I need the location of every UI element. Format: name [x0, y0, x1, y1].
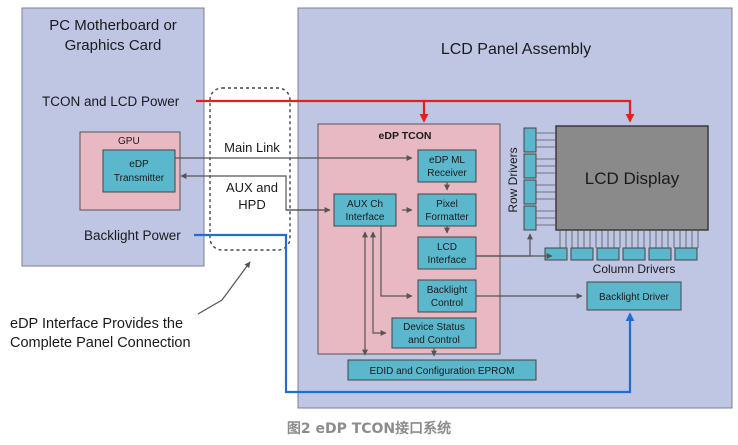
tcon-power-line — [196, 99, 635, 123]
device-status-line1: Device Status — [403, 322, 465, 333]
figure-caption: 图2 eDP TCON接口系统 — [287, 420, 451, 437]
column-drivers — [544, 230, 699, 261]
backlight-driver-block — [586, 281, 682, 311]
device-status-block — [391, 317, 477, 349]
pixel-formatter-block — [417, 193, 477, 227]
lcd-assembly-title: LCD Panel Assembly — [441, 41, 591, 58]
pc-title-line2: Graphics Card — [65, 37, 162, 54]
device-status-line2: and Control — [408, 335, 460, 346]
backlight-driver-label: Backlight Driver — [599, 292, 670, 303]
row-drivers-label: Row Drivers — [506, 147, 520, 212]
edid-eprom-block — [347, 359, 537, 381]
annotation-pointer — [197, 261, 251, 315]
lcd-interface-line2: Interface — [428, 255, 467, 266]
edp-tcon-title: eDP TCON — [379, 130, 432, 142]
edp-transmitter-line1: eDP — [129, 159, 149, 170]
row-drivers — [523, 127, 556, 231]
lcd-interface-line1: LCD — [437, 242, 457, 253]
lcd-display-label: LCD Display — [585, 169, 680, 188]
lcd-interface-block — [417, 236, 477, 270]
aux-ch-interface-line1: AUX Ch — [347, 199, 383, 210]
aux-ch-interface-line2: Interface — [346, 212, 385, 223]
edp-transmitter-line2: Transmitter — [114, 173, 165, 184]
backlight-control-block — [417, 279, 477, 313]
backlight-control-line2: Control — [431, 298, 463, 309]
backlight-power-line — [194, 233, 635, 394]
backlight-power-label: Backlight Power — [84, 228, 181, 243]
lcd-display — [555, 125, 709, 231]
aux-hpd-line2: HPD — [238, 197, 265, 212]
column-drivers-label: Column Drivers — [593, 262, 676, 276]
gpu-label: GPU — [118, 136, 140, 147]
edp-transmitter-block — [102, 149, 176, 193]
edp-interface-region — [209, 87, 291, 251]
aux-hpd-line1: AUX and — [226, 180, 278, 195]
pc-title-line1: PC Motherboard or — [49, 17, 177, 34]
edp-ml-receiver-line1: eDP ML — [429, 155, 465, 166]
pixel-formatter-line2: Formatter — [425, 212, 469, 223]
backlight-control-line1: Backlight — [427, 285, 468, 296]
annotation-line2: Complete Panel Connection — [10, 335, 191, 351]
aux-ch-interface-block — [333, 193, 397, 227]
signal-lines — [175, 155, 583, 357]
annotation-line1: eDP Interface Provides the — [10, 316, 183, 332]
main-link-label: Main Link — [224, 140, 280, 155]
edp-ml-receiver-line2: Receiver — [427, 168, 467, 179]
edid-eprom-label: EDID and Configuration EPROM — [369, 366, 514, 377]
tcon-power-label: TCON and LCD Power — [42, 94, 180, 109]
pixel-formatter-line1: Pixel — [436, 199, 458, 210]
